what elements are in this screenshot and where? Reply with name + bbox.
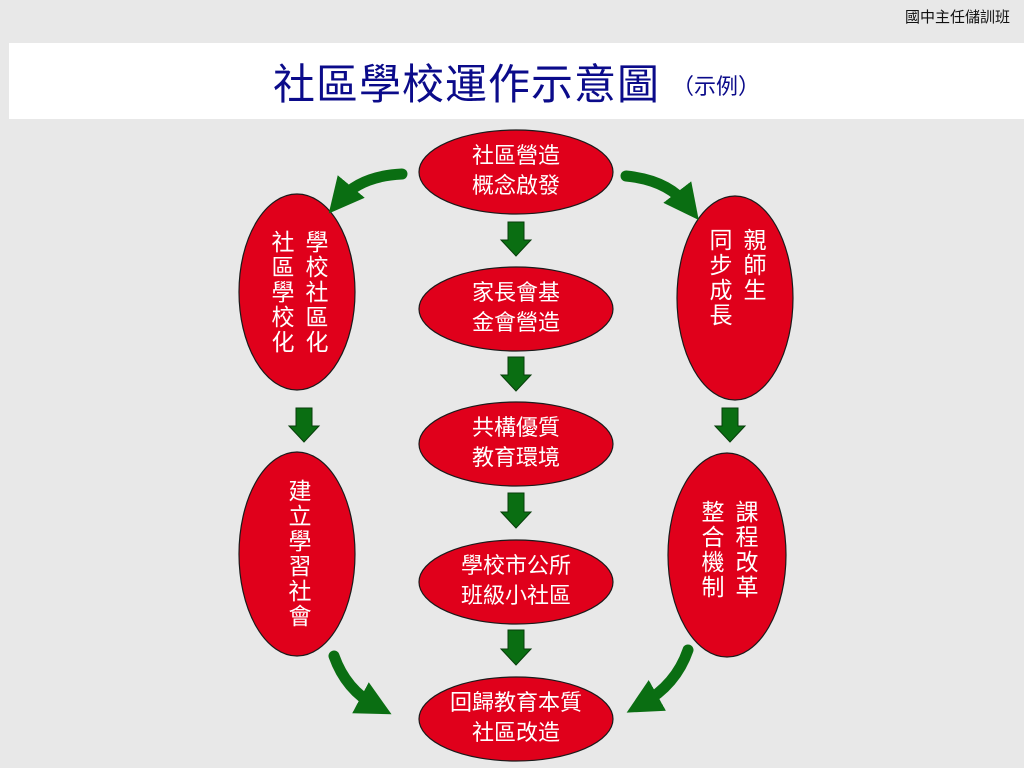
node-right-bottom-line-2: 整合機制: [697, 500, 723, 600]
node-center-1: 社區營造 概念啟發: [471, 144, 560, 199]
curved-arrow-top-right: [620, 170, 699, 220]
node-left-bottom-line-1: 建立學習社會: [284, 479, 310, 629]
node-center-3: 共構優質 教育環境: [471, 416, 560, 471]
node-right-bottom: 課程改革 整合機制: [668, 453, 786, 657]
node-center-2-shape: [418, 266, 614, 352]
course-label: 國中主任儲訓班: [904, 8, 1010, 26]
down-arrow-center-1: [499, 221, 533, 257]
node-left-top: 學校社區化 社區學校化: [239, 194, 355, 390]
node-left-top-line-2: 社區學校化: [267, 229, 293, 355]
node-left-top-line-1: 學校社區化: [301, 229, 327, 355]
curved-arrow-top-left: [328, 168, 408, 214]
node-right-top-line-1: 親師生: [739, 228, 765, 303]
node-right-top-shape: [676, 195, 794, 401]
node-right-bottom-shape: [667, 452, 787, 658]
curved-arrow-bottom-right: [626, 644, 694, 713]
node-left-bottom: 建立學習社會: [239, 452, 355, 656]
page-subtitle: （示例）: [672, 75, 761, 100]
page-title: 社區學校運作示意圖: [272, 59, 660, 109]
node-center-3-shape: [418, 401, 614, 487]
node-center-4: 學校市公所 班級小社區: [460, 554, 571, 609]
title-band: 社區學校運作示意圖 （示例）: [9, 43, 1024, 119]
down-arrow-center-3: [499, 492, 533, 529]
node-right-top-line-2: 同步成長: [705, 228, 731, 328]
node-right-bottom-line-1: 課程改革: [731, 500, 757, 600]
node-left-top-shape: [238, 193, 356, 391]
node-center-2: 家長會基 金會營造: [471, 281, 560, 336]
node-center-1-shape: [418, 129, 614, 215]
curved-arrow-bottom-left: [328, 650, 392, 715]
node-right-top: 親師生 同步成長: [677, 196, 793, 400]
node-center-5-shape: [418, 676, 614, 762]
down-arrow-left: [287, 407, 321, 443]
node-center-5: 回歸教育本質 社區改造: [449, 691, 582, 746]
down-arrow-right: [713, 407, 747, 443]
down-arrow-center-4: [499, 629, 533, 666]
down-arrow-center-2: [499, 356, 533, 392]
node-center-4-shape: [418, 539, 614, 625]
node-left-bottom-shape: [238, 451, 356, 657]
